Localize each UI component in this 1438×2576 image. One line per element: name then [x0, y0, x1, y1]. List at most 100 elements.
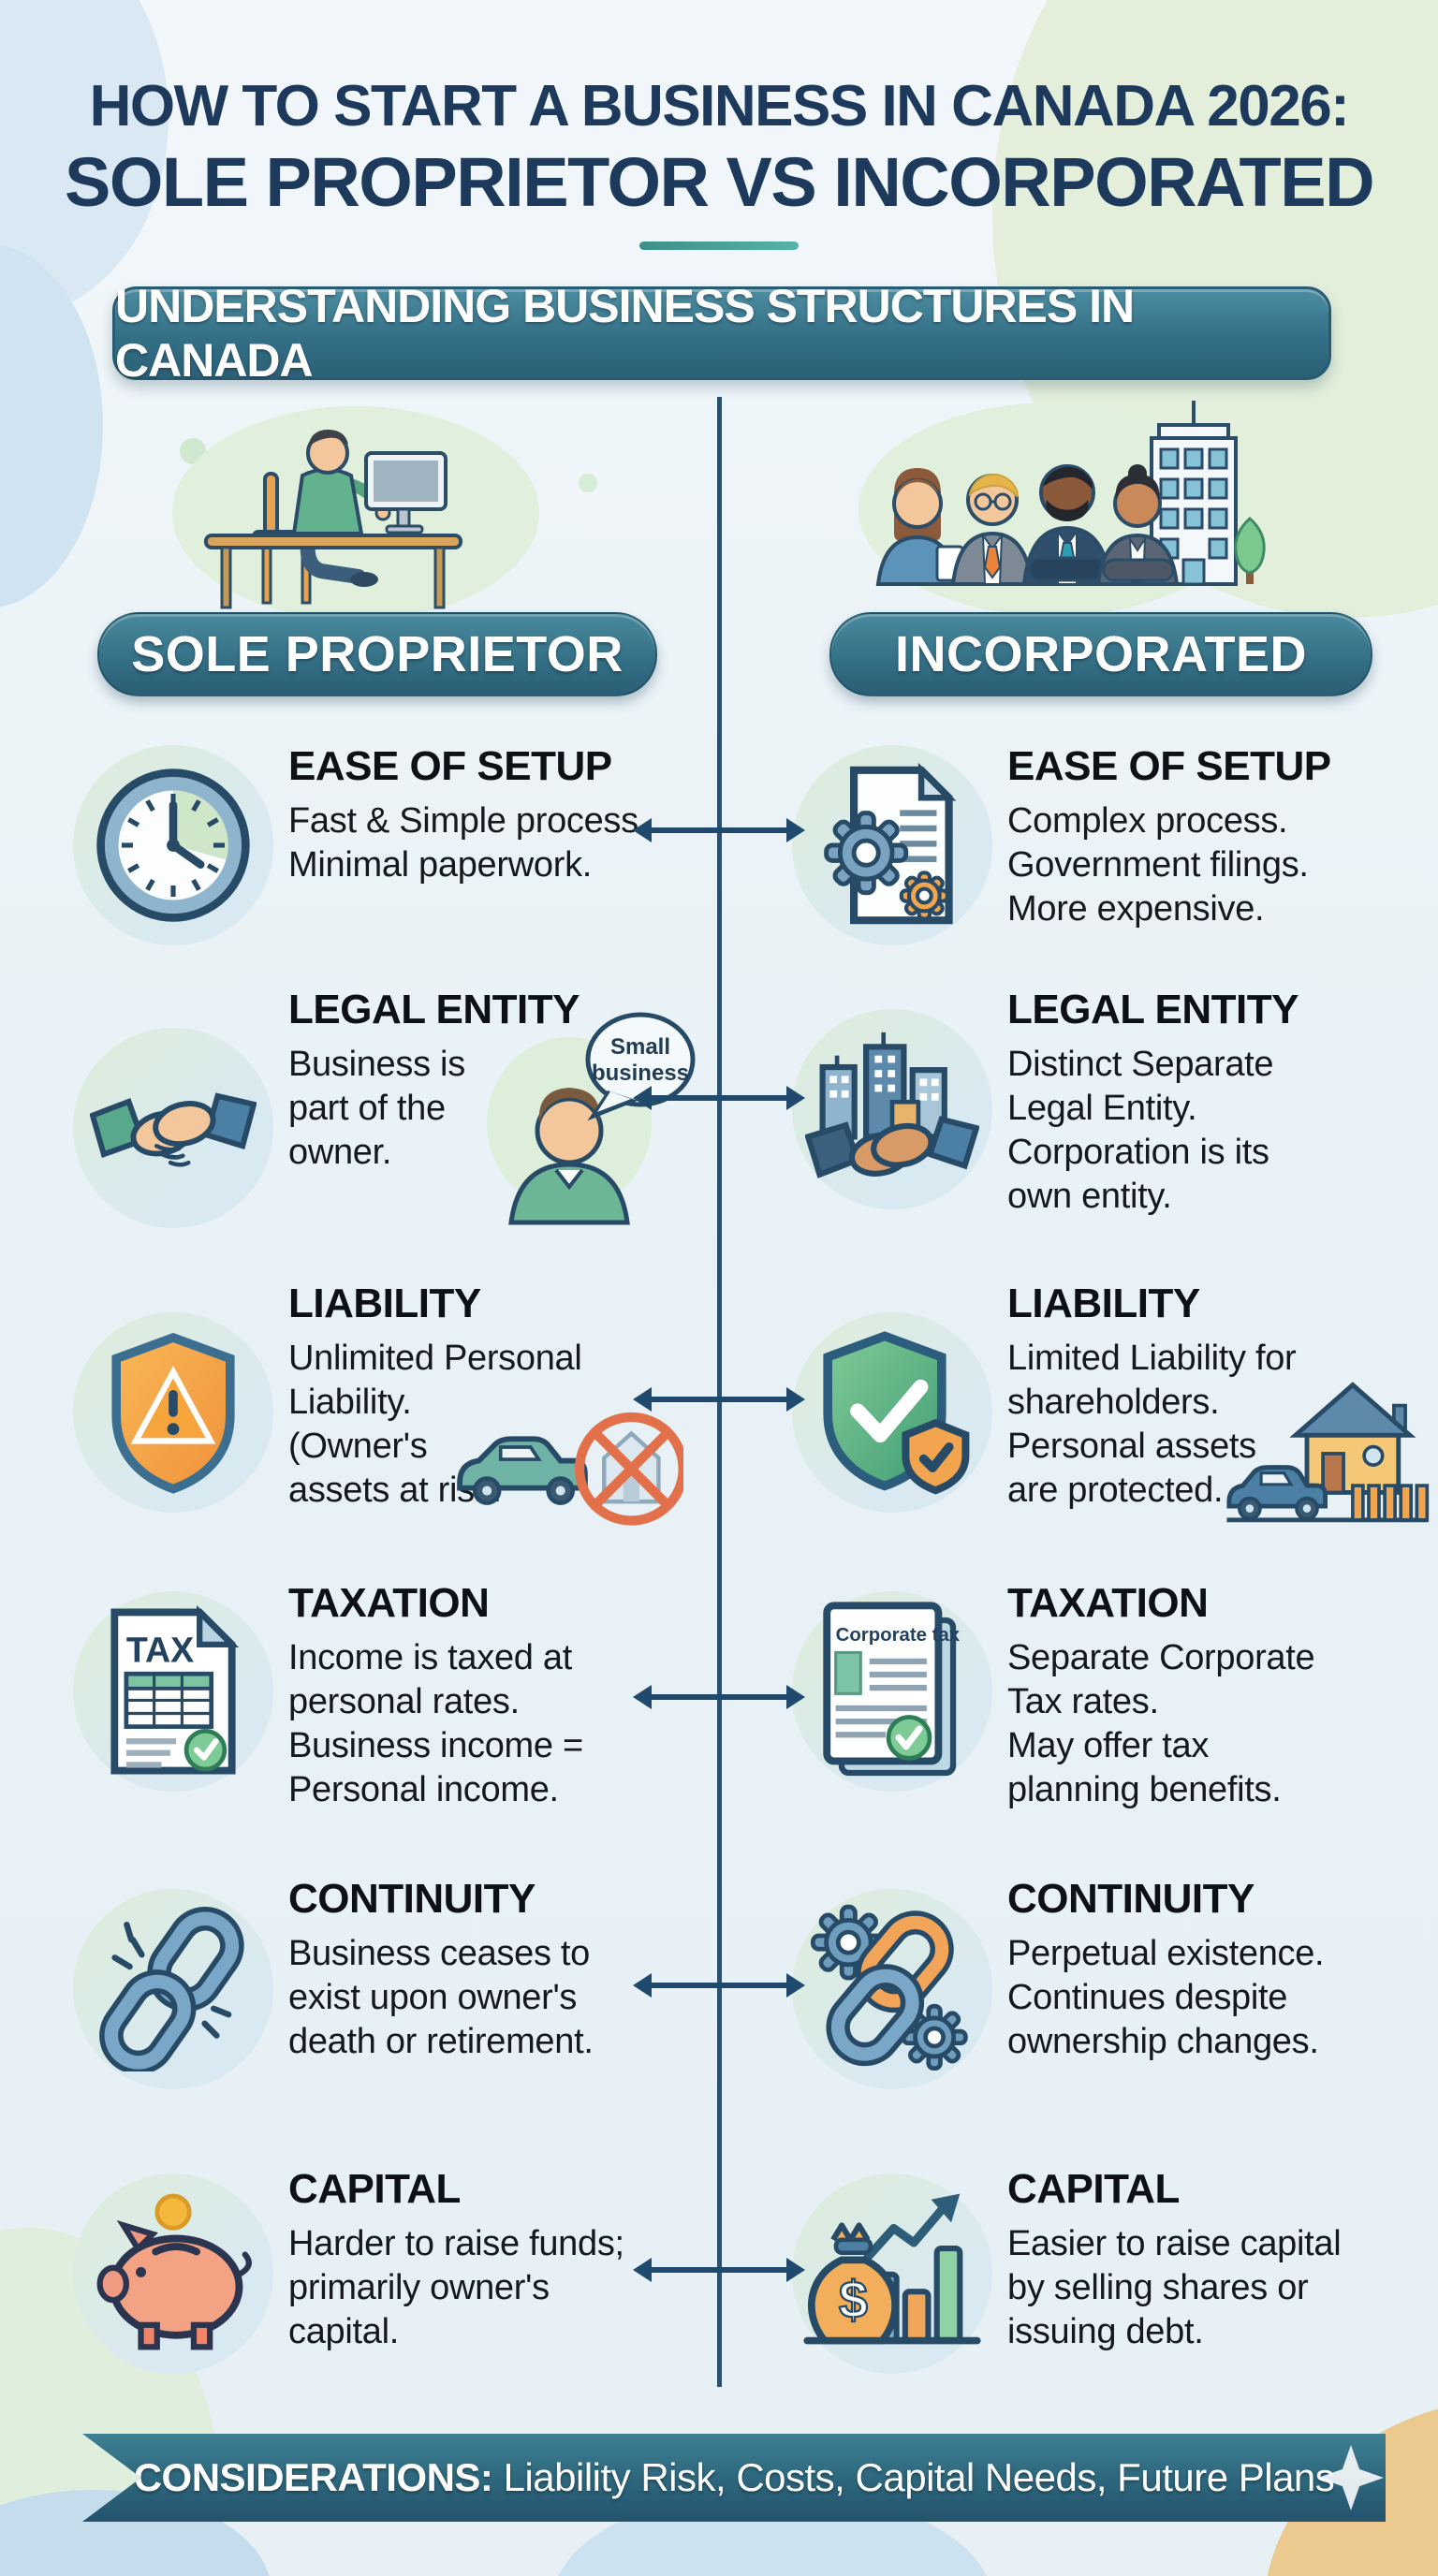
column-header-sole-proprietor: SOLE PROPRIETOR: [97, 612, 657, 696]
row-continuity-left: CONTINUITY Business ceases to exist upon…: [0, 1870, 719, 2160]
compare-arrow-continuity: [633, 1973, 805, 1998]
handshake-icon: [90, 1092, 257, 1167]
document-gears-icon: [824, 762, 957, 925]
row-line: Separate Corporate: [1007, 1638, 1315, 1677]
section-banner-label: UNDERSTANDING BUSINESS STRUCTURES IN CAN…: [115, 280, 1135, 387]
row-continuity-right: CONTINUITY Perpetual existence. Continue…: [719, 1870, 1438, 2160]
row-line: death or retirement.: [288, 2022, 594, 2061]
check-shield-icon: [823, 1331, 970, 1495]
city-handshake-icon: [805, 1032, 979, 1178]
row-line: shareholders.: [1007, 1383, 1220, 1422]
warning-shield-icon: [111, 1332, 235, 1494]
svg-text:Small: Small: [610, 1034, 670, 1060]
row-line: Liability.: [288, 1383, 412, 1422]
compare-arrow-ease-of-setup: [633, 818, 805, 842]
row-line: Complex process.: [1007, 801, 1288, 841]
row-ease-of-setup-left: EASE OF SETUP Fast & Simple process. Min…: [0, 738, 719, 1028]
tax-document-icon: TAX: [110, 1604, 240, 1775]
row-topic: LEGAL ENTITY: [288, 987, 580, 1032]
row-topic: TAXATION: [288, 1580, 490, 1626]
corporate-tax-document-icon: Corporate tax: [823, 1602, 961, 1777]
incorporated-team-illustration: [858, 401, 1266, 616]
row-ease-of-setup-right: EASE OF SETUP Complex process. Governmen…: [719, 738, 1438, 1028]
row-legal-entity-right: LEGAL ENTITY Distinct Separate Legal Ent…: [719, 981, 1438, 1271]
row-line: Personal assets: [1007, 1427, 1256, 1466]
row-line: Harder to raise funds;: [288, 2224, 624, 2263]
row-line: own entity.: [1007, 1177, 1172, 1216]
row-line: May offer tax: [1007, 1726, 1210, 1765]
row-line: (Owner's: [288, 1427, 428, 1466]
page-title-line1: HOW TO START A BUSINESS IN CANADA 2026:: [89, 74, 1350, 139]
row-topic: LIABILITY: [1007, 1281, 1200, 1326]
compare-arrow-legal-entity: [633, 1086, 805, 1110]
row-line: Legal Entity.: [1007, 1089, 1197, 1128]
section-banner: UNDERSTANDING BUSINESS STRUCTURES IN CAN…: [112, 280, 1331, 387]
piggy-bank-icon: [96, 2193, 252, 2350]
column-header-incorporated: INCORPORATED: [829, 612, 1372, 696]
page-title-line2: SOLE PROPRIETOR VS INCORPORATED: [64, 143, 1375, 221]
row-topic: CAPITAL: [288, 2166, 461, 2212]
row-line: personal rates.: [288, 1682, 520, 1721]
row-line: exist upon owner's: [288, 1978, 578, 2017]
row-line: Business is: [288, 1045, 465, 1084]
chain-gears-icon: [810, 1904, 968, 2071]
row-line: Minimal paperwork.: [288, 845, 593, 885]
row-liability-left: LIABILITY Unlimited Personal Liability. …: [0, 1275, 719, 1565]
row-line: primarily owner's: [288, 2268, 550, 2307]
compare-arrow-capital: [633, 2258, 805, 2282]
row-line: issuing debt.: [1007, 2312, 1204, 2351]
row-line: Income is taxed at: [288, 1638, 572, 1677]
decor-blob-left-mid: [0, 243, 103, 608]
row-topic: TAXATION: [1007, 1580, 1209, 1626]
row-line: Easier to raise capital: [1007, 2224, 1342, 2263]
title-divider: [639, 242, 799, 250]
row-capital-left: CAPITAL Harder to raise funds; primarily…: [0, 2160, 719, 2451]
svg-text:business: business: [592, 1061, 689, 1086]
row-line: Tax rates.: [1007, 1682, 1159, 1721]
row-topic: CONTINUITY: [1007, 1876, 1255, 1922]
row-topic: EASE OF SETUP: [288, 743, 612, 789]
center-divider-line: [717, 397, 722, 2387]
svg-text:$: $: [839, 2271, 868, 2329]
row-line: Personal income.: [288, 1770, 559, 1809]
clock-icon: [96, 768, 250, 922]
row-line: are protected.: [1007, 1471, 1224, 1510]
row-taxation-left: TAX TAXATION Income is taxed at personal…: [0, 1574, 719, 1865]
considerations-text: CONSIDERATIONS: Liability Risk, Costs, C…: [134, 2455, 1335, 2500]
svg-text:Corporate tax: Corporate tax: [836, 1625, 961, 1646]
svg-text:TAX: TAX: [126, 1631, 194, 1670]
row-line: Perpetual existence.: [1007, 1934, 1325, 1973]
considerations-items: Liability Risk, Costs, Capital Needs, Fu…: [492, 2455, 1335, 2499]
row-line: Continues despite: [1007, 1978, 1288, 2017]
row-capital-right: $ CAPITAL Easier to raise capital by sel…: [719, 2160, 1438, 2451]
row-line: owner.: [288, 1133, 392, 1172]
row-line: Unlimited Personal: [288, 1339, 582, 1378]
row-line: More expensive.: [1007, 889, 1265, 929]
row-topic: CONTINUITY: [288, 1876, 536, 1922]
compare-arrow-taxation: [633, 1685, 805, 1709]
sole-proprietor-illustration: [172, 406, 539, 620]
row-legal-entity-left: LEGAL ENTITY Business is part of the own…: [0, 981, 719, 1271]
sole-proprietor-label: SOLE PROPRIETOR: [131, 626, 624, 682]
row-line: Limited Liability for: [1007, 1339, 1297, 1378]
incorporated-label: INCORPORATED: [894, 626, 1307, 682]
compare-arrow-liability: [633, 1387, 805, 1412]
row-line: part of the: [288, 1089, 446, 1128]
row-line: Distinct Separate: [1007, 1045, 1274, 1084]
small-business-owner-figure: Small business: [487, 1012, 696, 1225]
row-line: by selling shares or: [1007, 2268, 1309, 2307]
row-liability-right: LIABILITY Limited Liability for sharehol…: [719, 1275, 1438, 1565]
row-line: planning benefits.: [1007, 1770, 1282, 1809]
row-line: Corporation is its: [1007, 1133, 1269, 1172]
car-and-crossed-house-icon: [457, 1412, 683, 1526]
row-line: Government filings.: [1007, 845, 1309, 885]
row-line: Fast & Simple process.: [288, 801, 649, 841]
decor-dot-2: [579, 474, 597, 492]
row-topic: LEGAL ENTITY: [1007, 987, 1299, 1032]
row-topic: LIABILITY: [288, 1281, 481, 1326]
considerations-ribbon: CONSIDERATIONS: Liability Risk, Costs, C…: [82, 2434, 1386, 2522]
protected-house-and-car-icon: [1226, 1382, 1430, 1523]
row-line: Business income =: [288, 1726, 583, 1765]
row-topic: EASE OF SETUP: [1007, 743, 1331, 789]
